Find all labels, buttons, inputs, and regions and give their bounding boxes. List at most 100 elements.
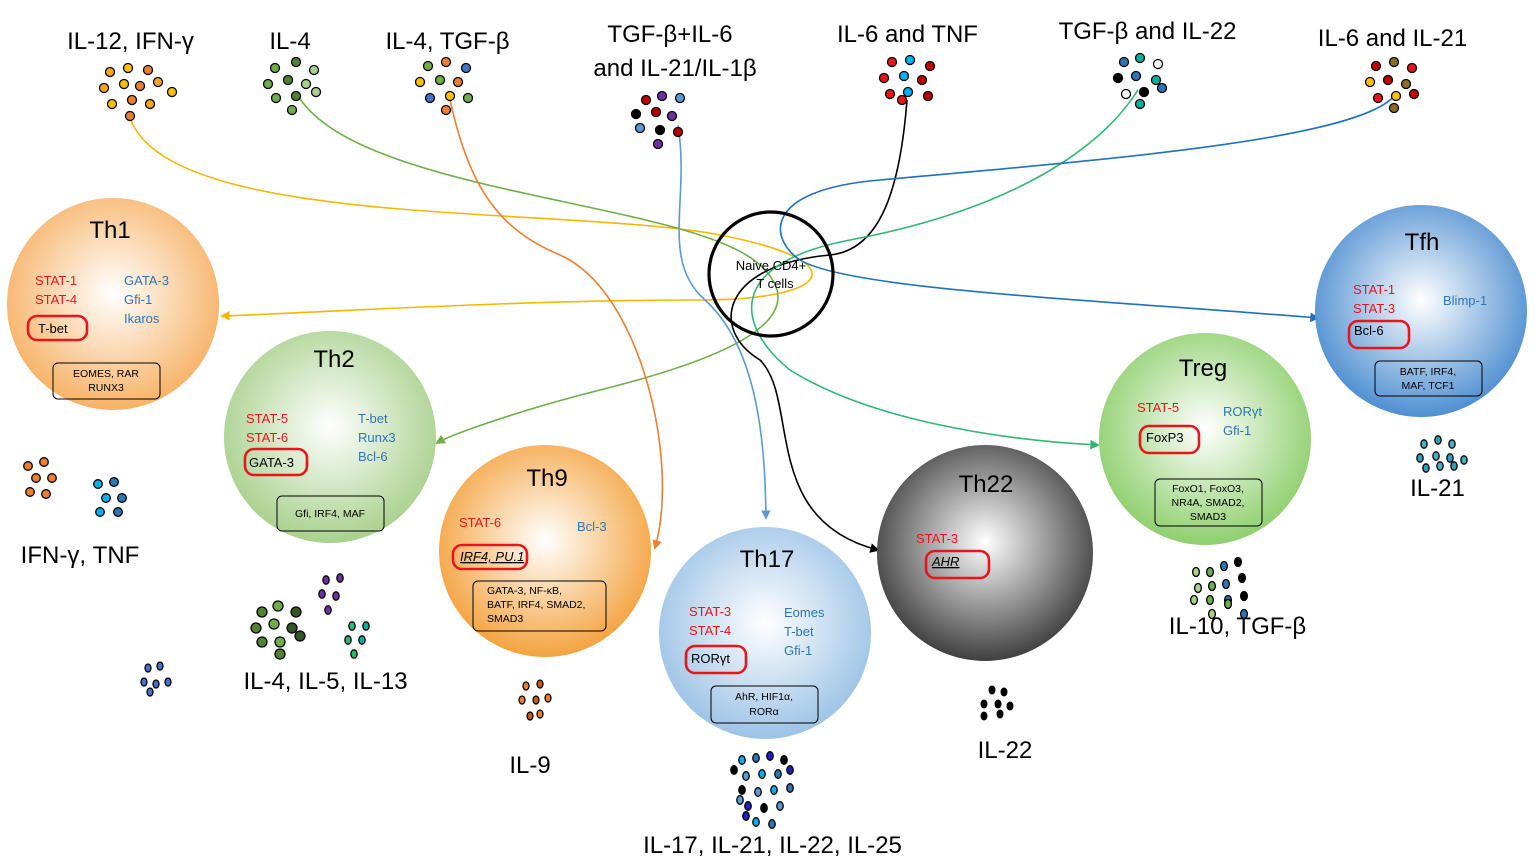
cytokine-dot [324,605,332,615]
th22-cell[interactable]: Th22 STAT-3 AHR [877,445,1093,661]
cytokine-dot [536,709,544,719]
treg-activator-1: STAT-5 [1137,400,1179,415]
cytokine-dot [884,88,896,100]
cytokine-dot [1006,701,1014,711]
cytokine-dot [742,811,750,821]
th17-repressor-2: T-bet [784,624,814,639]
cytokine-dot [1000,687,1008,697]
treg-master-ring [1138,424,1201,455]
cytokine-dot [1432,451,1440,461]
cytokine-dot [736,795,744,805]
th1-cofactor-1: EOMES, RAR [73,368,139,380]
output-dots-th2-b [318,573,344,615]
cytokine-dot [1150,74,1162,86]
naive-cell-label-1: Naive CD4+ [736,258,806,273]
th22-master-ring [924,549,991,580]
cytokine-dot [904,54,916,66]
cytokine-dot [25,487,35,497]
path-il6il21-to-tfh [779,94,1396,323]
cytokine-dot [122,62,134,74]
output-dots-th17 [730,751,794,829]
cytokine-dot [434,74,446,86]
th9-cell[interactable]: Th9 STAT-6 Bcl-3 IRF4, PU.1 GATA-3, NF-κ… [439,445,651,657]
cytokine-dot [462,92,474,104]
cytokine-dot [752,817,760,827]
cytokine-dot [422,60,434,72]
th9-title: Th9 [526,465,567,492]
output-dots-th2-d [140,661,172,697]
tfh-cofactor-box [1374,360,1483,397]
th17-master-ring [684,644,748,675]
th22-master-tf: AHR [931,554,959,569]
cytokine-dot [144,663,152,673]
th2-cell[interactable]: Th2 STAT-5 STAT-6 T-bet Runx3 Bcl-6 GATA… [224,331,436,543]
cytokine-dot [1448,439,1456,449]
cytokine-dot [1152,58,1164,70]
cytokine-dot [1364,76,1376,88]
cytokine-dot [47,473,57,483]
th9-repressor-1: Bcl-3 [577,519,607,534]
cytokine-dot [256,636,268,648]
th1-repressor-2: Gfi-1 [124,292,152,307]
cytokine-dot [630,108,642,120]
cytokine-dot [250,622,262,634]
th2-master-tf: GATA-3 [249,455,294,470]
stimulus-dots-il4 [262,56,322,116]
cytokine-dot [1370,60,1382,72]
cytokine-dot [166,86,178,98]
cytokine-dot [142,64,154,76]
cytokine-dot [1400,78,1412,90]
tfh-cofactor-1: BATF, IRF4, [1400,366,1456,378]
cytokine-dot [118,78,130,90]
cytokine-dot [1134,98,1146,110]
cytokine-dot [980,711,988,721]
cytokine-dot [362,621,370,631]
th17-repressor-3: Gfi-1 [784,643,812,658]
cytokine-dot [332,591,340,601]
cytokine-dot [634,122,646,134]
th17-cell[interactable]: Th17 STAT-3 STAT-4 Eomes T-bet Gfi-1 ROR… [659,527,871,739]
cytokine-dot [758,769,766,779]
cytokine-dot [41,489,51,499]
cytokine-dot [744,801,752,811]
cytokine-dot [1446,453,1454,463]
th17-repressor-1: Eomes [784,605,825,620]
tfh-cell[interactable]: Tfh STAT-1 STAT-3 Blimp-1 Bcl-6 BATF, IR… [1315,205,1527,417]
cytokine-dot [300,78,312,90]
treg-cell[interactable]: Treg STAT-5 RORγt Gfi-1 FoxP3 FoxO1, Fox… [1099,333,1311,545]
cytokine-dot [672,126,684,138]
cytokine-dot [1233,556,1243,568]
cytokine-dot [1223,598,1233,610]
th22-activator-1: STAT-3 [916,531,958,546]
cytokine-dot [318,589,326,599]
naive-cd4-cell[interactable]: Naive CD4+ T cells [707,210,835,338]
output-dots-th2-c [344,621,370,659]
cytokine-dot [270,92,282,104]
output-dots-th9 [518,679,552,721]
output-dots-th2-a [250,600,306,660]
cytokine-dot [1382,74,1394,86]
stimulus-label-th17-1: TGF-β+IL-6 [607,21,733,48]
cytokine-dot [274,648,286,660]
tfh-master-tf: Bcl-6 [1354,323,1384,338]
cytokine-dot-clusters [23,52,1468,829]
treg-master-tf: FoxP3 [1146,430,1184,445]
cytokine-dot [308,64,320,76]
cytokine-dot [1460,455,1468,465]
cytokine-dot [152,679,160,689]
cytokine-dot [1207,580,1217,592]
cytokine-dot [1193,582,1203,594]
cytokine-dot [424,92,436,104]
tfh-master-ring [1347,319,1411,350]
cytokine-dot [1205,566,1215,578]
cytokine-dot [290,56,302,68]
tfh-cofactor-2: MAF, TCF1 [1402,380,1455,392]
path-tgfil6-to-th17 [677,124,771,520]
cytokine-dot [144,98,156,110]
th9-cofactor-box [472,580,607,632]
path-tgfil22-to-treg [751,89,1139,450]
th1-title: Th1 [89,217,130,244]
cytokine-dot [1450,461,1458,471]
th1-cell[interactable]: Th1 STAT-1 STAT-4 GATA-3 Gfi-1 Ikaros T-… [7,198,219,410]
th2-repressor-3: Bcl-6 [358,449,388,464]
